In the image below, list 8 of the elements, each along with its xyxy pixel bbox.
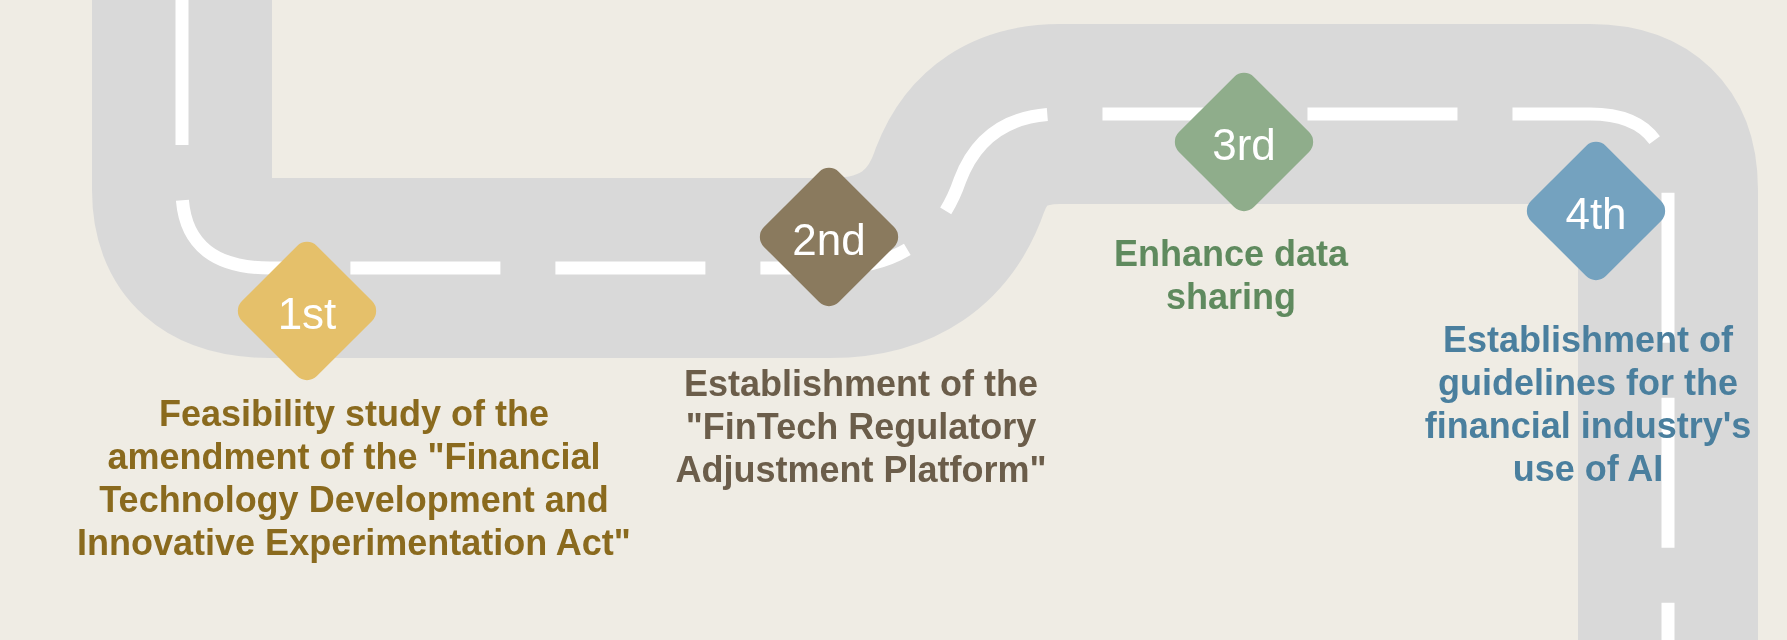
milestone-description: Establishment of the "FinTech Regulatory Adjustment Platform": [674, 362, 1048, 491]
milestone-number: 2nd: [792, 218, 866, 263]
milestone-description: Feasibility study of the amendment of the "Financial Technology Development and Innovative Experimentation Act": [76, 392, 632, 564]
milestone-number: 1st: [277, 292, 337, 337]
milestone-description: Establishment of guidelines for the financial industry's use of AI: [1423, 318, 1753, 490]
milestone-number: 4th: [1565, 192, 1627, 237]
milestone-number: 3rd: [1212, 123, 1276, 168]
milestone-description: Enhance data sharing: [1112, 232, 1350, 318]
